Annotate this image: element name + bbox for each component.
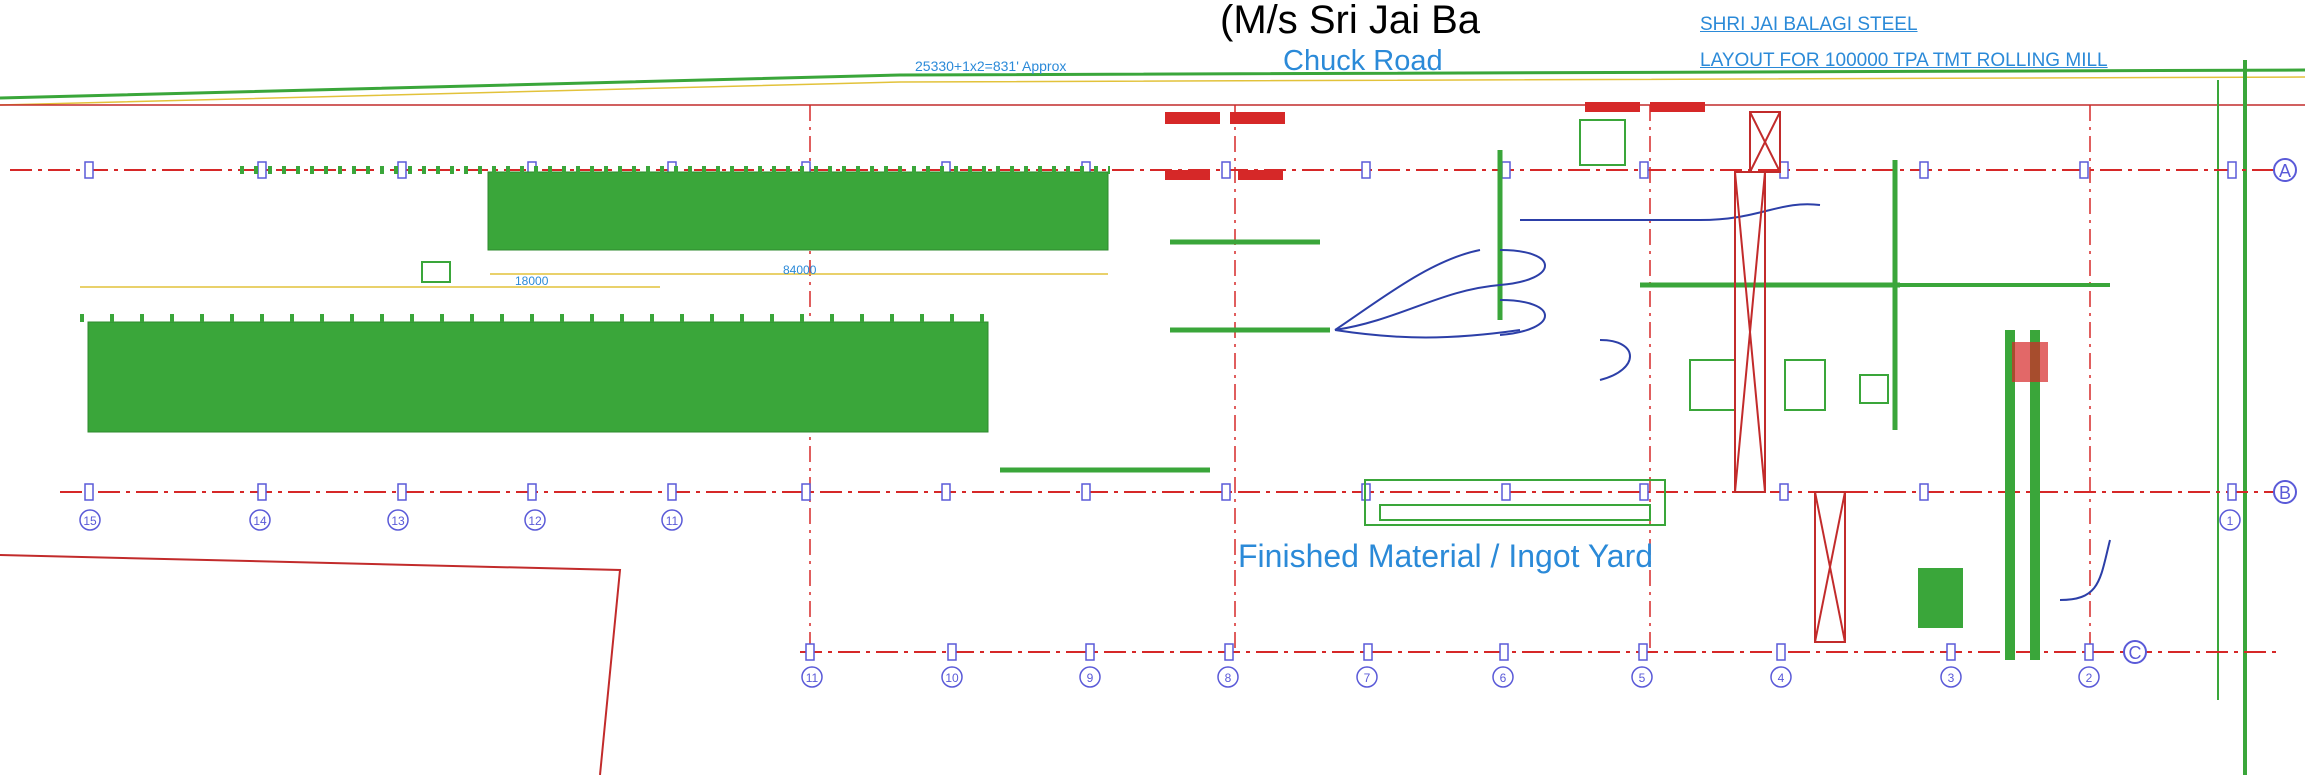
road-label: Chuck Road: [1283, 45, 1443, 77]
bay-dimension-84000: 84000: [783, 263, 817, 277]
column-label-c-5: 5: [1639, 671, 1646, 685]
yard-label: Finished Material / Ingot Yard: [1238, 538, 1654, 574]
column-label-c-3: 3: [1948, 671, 1955, 685]
conveyor-curves: [1334, 203, 2111, 601]
grid-row-label-c: C: [2129, 643, 2142, 663]
column-markers-c: [805, 643, 2094, 661]
road-edge-line-2: [0, 76, 2305, 106]
transformer-blocks: [1165, 102, 1705, 180]
column-label-c-8: 8: [1225, 671, 1232, 685]
small-equipment-box: [421, 261, 451, 283]
mill-stand-block: [1918, 568, 1963, 628]
road-edge-line: [0, 68, 2305, 100]
column-label-b-13: 13: [391, 514, 405, 528]
grid-row-label-a: A: [2279, 161, 2291, 181]
grid-row-label-b: B: [2279, 483, 2291, 503]
upper-storage-bay: [487, 171, 1109, 251]
column-label-c-2: 2: [2086, 671, 2093, 685]
plot-boundary-left: [0, 554, 622, 775]
mill-line: [1000, 150, 2110, 660]
cooling-bed: [2012, 342, 2048, 382]
drawing-header-title: (M/s Sri Jai Ba: [1220, 0, 1481, 42]
column-label-c-11: 11: [806, 671, 819, 685]
column-label-c-10: 10: [945, 671, 959, 685]
column-label-b-11: 11: [666, 514, 679, 528]
column-label-c-6: 6: [1500, 671, 1507, 685]
road-dimension: 25330+1x2=831' Approx: [915, 58, 1067, 74]
project-subtitle: LAYOUT FOR 100000 TPA TMT ROLLING MILL: [1700, 50, 2108, 71]
project-name: SHRI JAI BALAGI STEEL: [1700, 14, 1918, 35]
column-label-b-1: 1: [2227, 514, 2234, 528]
column-label-b-14: 14: [253, 514, 267, 528]
column-label-b-12: 12: [528, 514, 542, 528]
column-bubbles-b: [79, 509, 2241, 531]
column-bubbles-c: [801, 666, 2100, 688]
bay-dimension-18000: 18000: [515, 274, 549, 288]
grid-row-bubbles: [2123, 158, 2297, 664]
column-label-c-4: 4: [1778, 671, 1785, 685]
lower-storage-bay: [87, 321, 989, 433]
column-label-c-9: 9: [1087, 671, 1094, 685]
column-label-c-7: 7: [1364, 671, 1371, 685]
buildings: [1364, 119, 1889, 526]
crane-markers: [1734, 111, 1846, 643]
column-label-b-15: 15: [83, 514, 97, 528]
